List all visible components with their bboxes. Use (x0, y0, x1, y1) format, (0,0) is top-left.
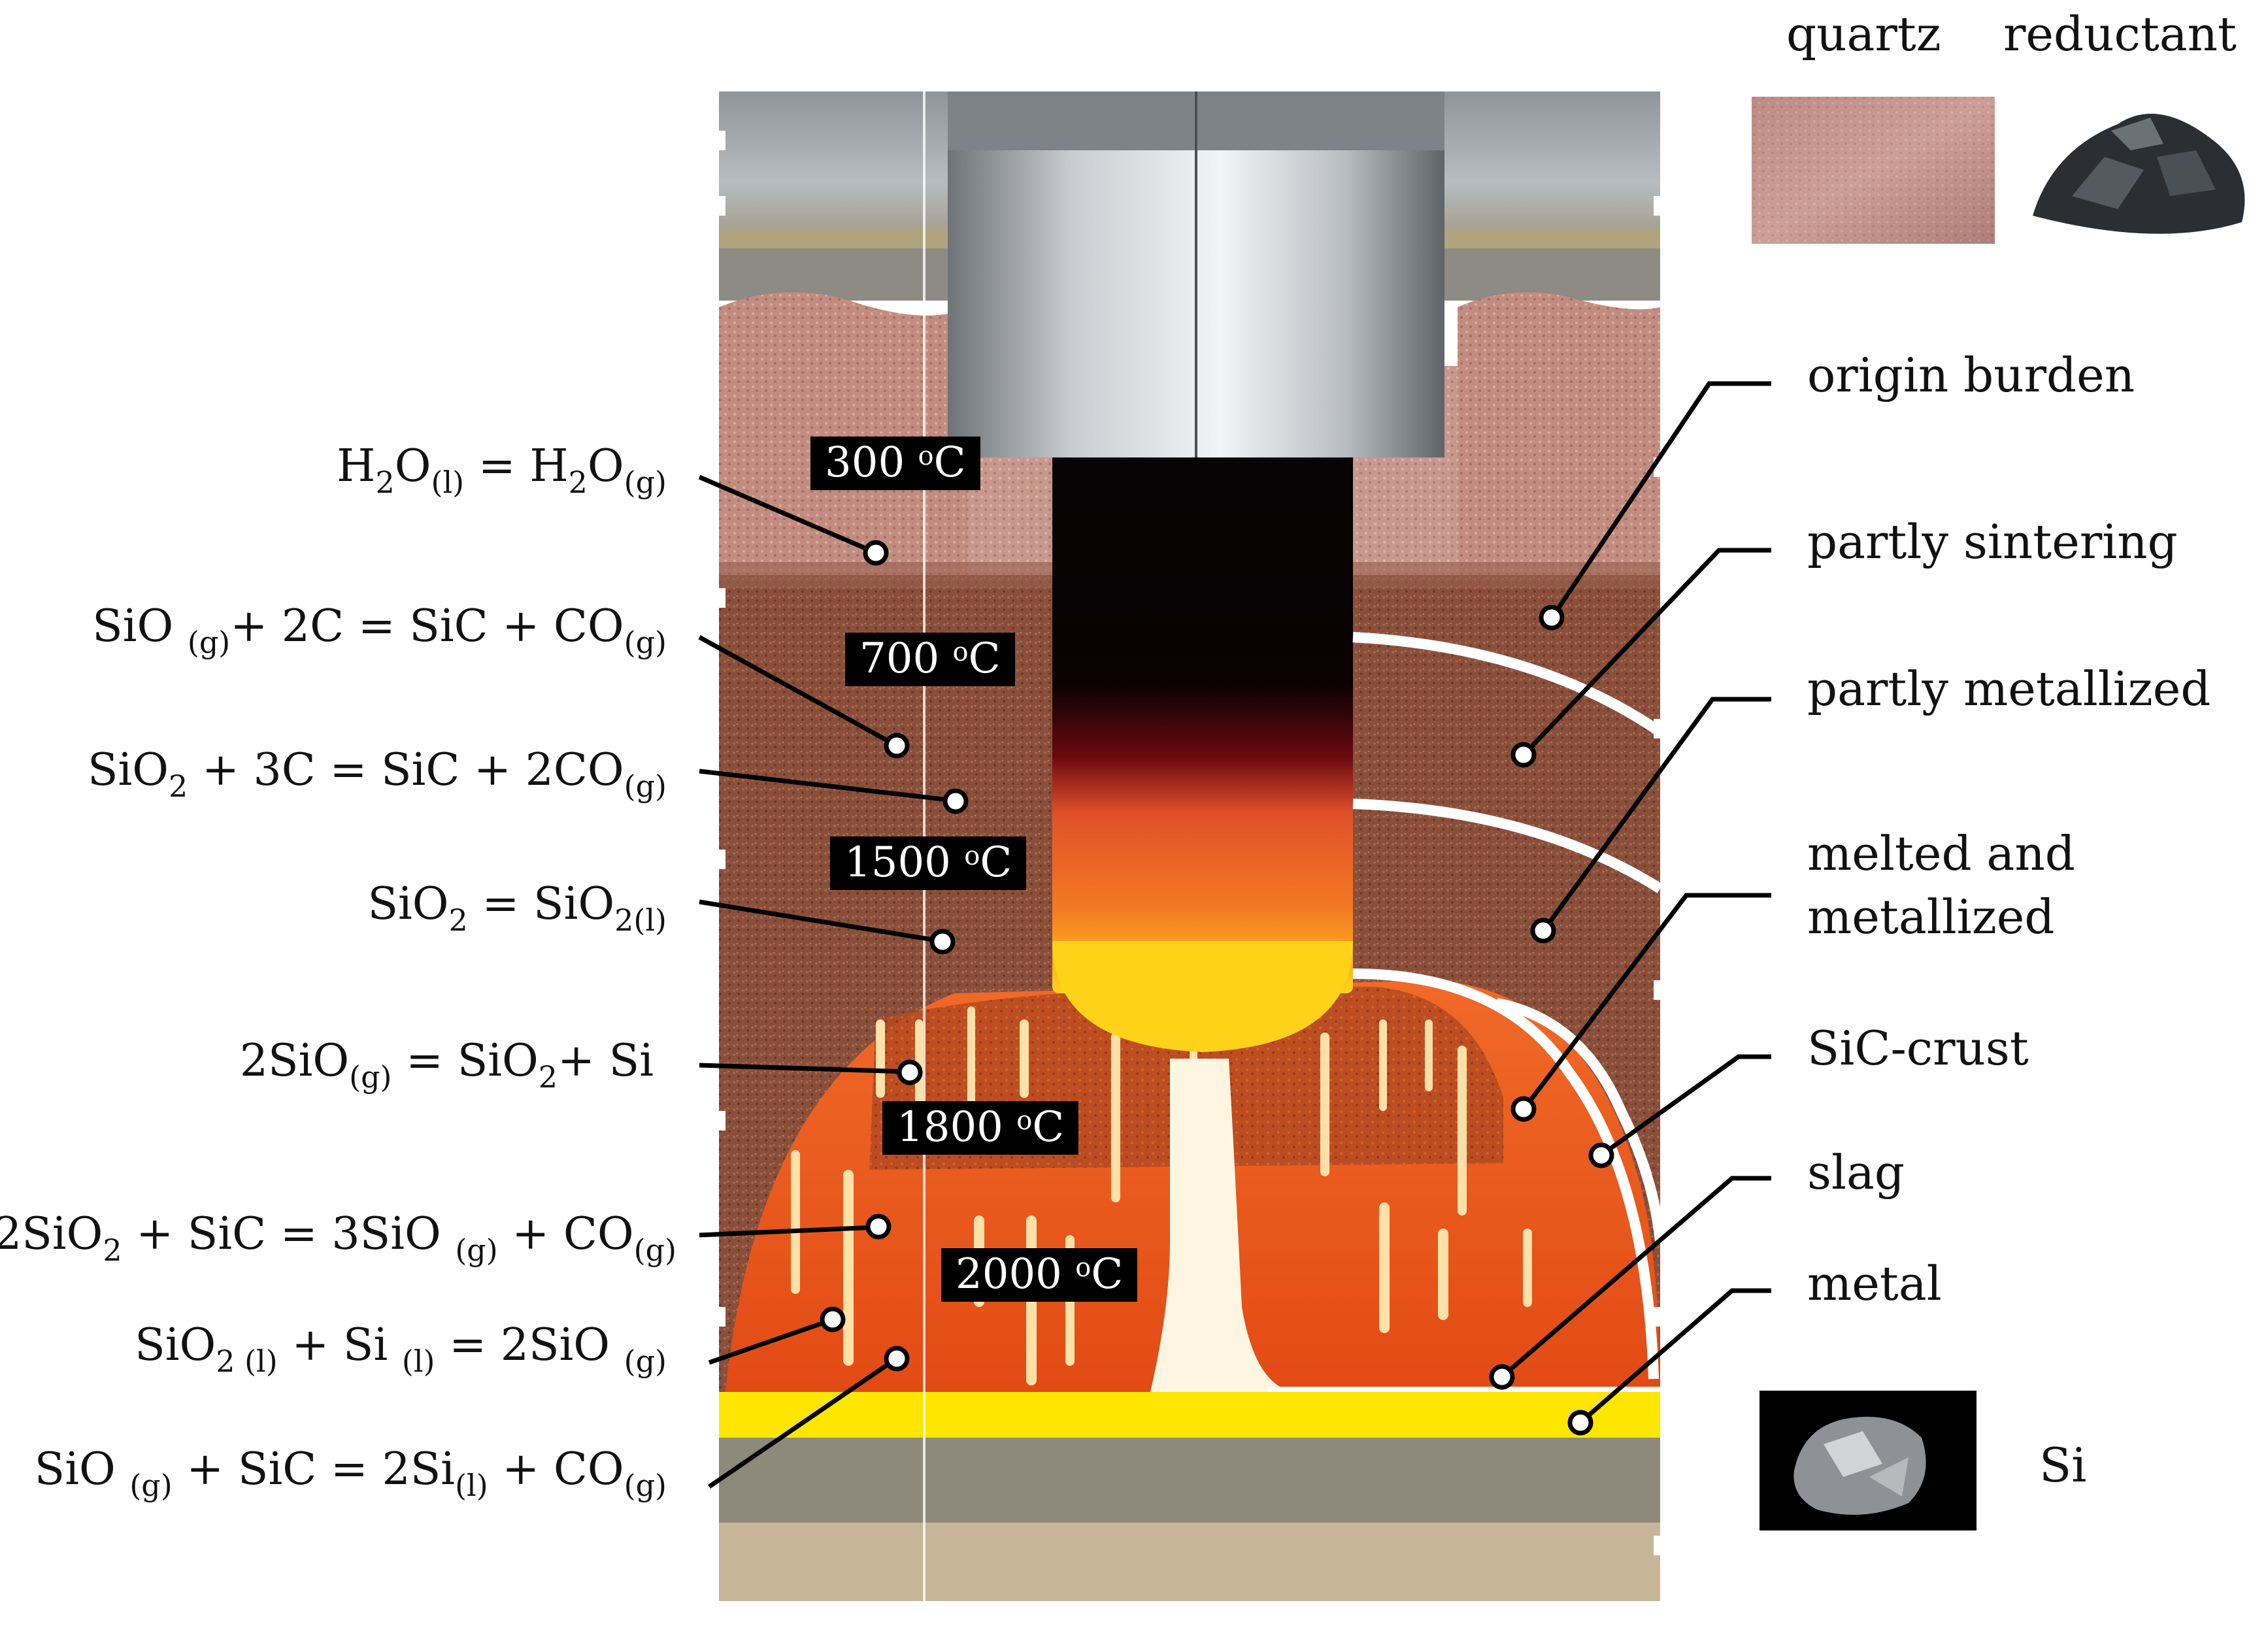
equation-subscript: (g) (624, 1344, 667, 1379)
equation-text: + Si (558, 1035, 654, 1087)
equation-text: H (337, 440, 375, 492)
equation-subscript: (g) (634, 1232, 676, 1268)
equation-subscript: 2 (169, 769, 188, 804)
reaction-equation: SiO (g)+ 2C = SiC + CO(g) (92, 604, 667, 649)
equation-subscript: (l) (402, 1344, 435, 1379)
zone-label-origin-burden: origin burden (1807, 345, 2135, 406)
equation-subscript: (g) (349, 1059, 392, 1095)
legend-si-label: Si (2039, 1438, 2086, 1493)
temp-label-1500: 1500 oC (830, 836, 1026, 890)
equation-subscript: 2 (449, 902, 468, 938)
equation-text: SiO (367, 878, 448, 930)
zone-label-melted-and-metallized: melted and metallized (1807, 822, 2075, 949)
equation-subscript: (g) (624, 1468, 667, 1503)
temp-label-1800: 1800 oC (882, 1101, 1078, 1155)
zone-label-slag: slag (1807, 1142, 1905, 1204)
equation-subscript: (g) (624, 625, 667, 660)
equation-text: 2SiO (240, 1035, 349, 1087)
equation-text: = H (464, 440, 569, 492)
equation-subscript: 2 (103, 1232, 122, 1268)
equation-text: + Si (278, 1319, 402, 1371)
equation-text: + CO (488, 1444, 624, 1495)
equation-text: SiO (35, 1444, 130, 1495)
equation-subscript: 2 (539, 1059, 558, 1095)
temp-label-700: 700 oC (845, 633, 1015, 686)
equation-subscript: (g) (624, 465, 667, 500)
reaction-equation: SiO2 (l) + Si (l) = 2SiO (g) (135, 1323, 667, 1368)
equation-text: 2SiO (0, 1208, 103, 1260)
legend-quartz-label: quartz (1786, 7, 1941, 61)
equation-text: O (395, 440, 431, 492)
reaction-equation: 2SiO2 + SiC = 3SiO (g) + CO(g) (0, 1212, 676, 1257)
equation-text: + SiC = 2Si (173, 1444, 455, 1495)
equation-text: = SiO (468, 878, 614, 930)
equation-subscript: 2 (l) (216, 1344, 278, 1379)
equation-subscript: (g) (188, 625, 230, 660)
equation-subscript: 2 (569, 465, 588, 500)
equation-subscript: (g) (624, 769, 667, 804)
reaction-equation: H2O(l) = H2O(g) (337, 444, 667, 489)
reaction-equation: 2SiO(g) = SiO2+ Si (240, 1039, 654, 1083)
reaction-equation: SiO2 + 3C = SiC + 2CO(g) (88, 748, 667, 793)
equation-text: + SiC = 3SiO (122, 1208, 456, 1260)
equation-subscript: (g) (455, 1232, 497, 1268)
equation-subscript: (g) (129, 1468, 172, 1503)
equation-text: = 2SiO (435, 1319, 624, 1371)
legend-reductant-label: reductant (2003, 7, 2237, 61)
temp-label-2000: 2000 oC (941, 1248, 1137, 1302)
reaction-equation: SiO2 = SiO2(l) (367, 882, 667, 927)
equation-subscript: (l) (431, 465, 465, 500)
zone-label-sic-crust: SiC-crust (1807, 1018, 2029, 1080)
equation-text: + 2C = SiC + CO (230, 601, 624, 652)
silicon-image (1759, 1391, 1976, 1530)
equation-subscript: (l) (455, 1468, 488, 1503)
equation-text: SiO (88, 744, 169, 796)
zone-label-partly-metallized: partly metallized (1807, 659, 2210, 720)
equation-subscript: 2 (375, 465, 394, 500)
temp-label-300: 300 oC (810, 437, 980, 490)
equation-text: SiO (92, 601, 188, 652)
quartz-image (1752, 97, 1995, 244)
equation-text: = SiO (392, 1035, 538, 1087)
zone-label-metal: metal (1807, 1253, 1942, 1315)
equation-text: + CO (498, 1208, 634, 1260)
equation-text: + 3C = SiC + 2CO (188, 744, 624, 796)
equation-text: O (588, 440, 624, 492)
reductant-image (2033, 114, 2244, 234)
zone-label-partly-sintering: partly sintering (1807, 512, 2178, 573)
equation-text: SiO (135, 1319, 216, 1371)
equation-subscript: 2(l) (614, 902, 667, 938)
reaction-equation: SiO (g) + SiC = 2Si(l) + CO(g) (35, 1447, 667, 1492)
